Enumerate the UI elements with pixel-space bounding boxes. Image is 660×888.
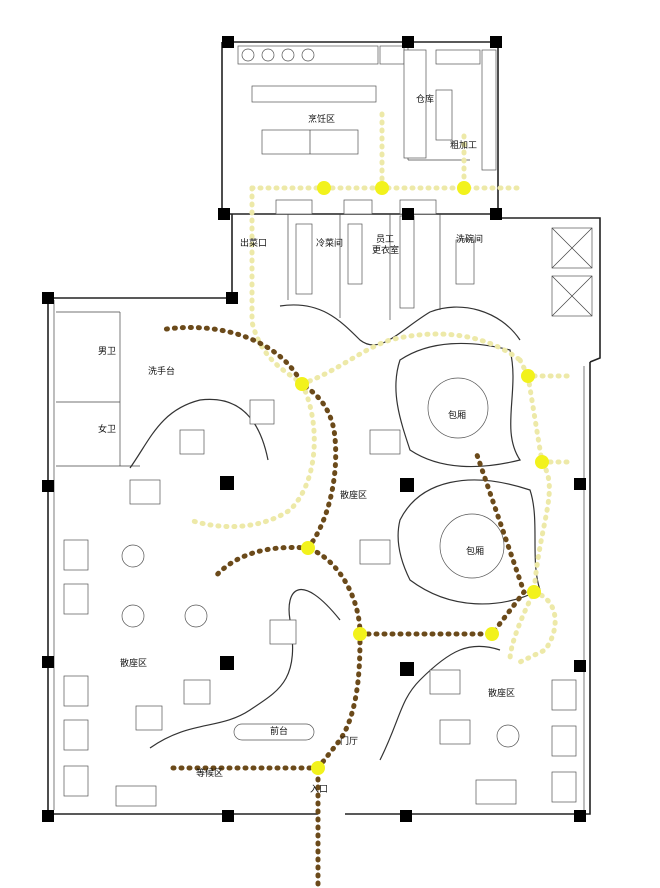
walls (47, 41, 601, 815)
label-reception: 前台 (270, 725, 288, 737)
label-dishwashing: 洗碗间 (456, 233, 483, 245)
label-waiting-area: 等候区 (196, 767, 223, 779)
label-staff-locker-line2: 更衣室 (372, 244, 399, 256)
label-rough-processing: 粗加工 (450, 139, 477, 151)
label-washbasin: 洗手台 (148, 365, 175, 377)
label-dining-area-left: 散座区 (120, 657, 147, 669)
label-womens-restroom: 女卫 (98, 423, 116, 435)
label-kitchen-cooking: 烹饪区 (308, 113, 335, 125)
service-flow-path (187, 111, 575, 665)
flow-nodes (295, 181, 549, 775)
kitchen-equipment (237, 45, 593, 317)
label-private-room-1: 包厢 (448, 409, 466, 421)
label-lobby: 门厅 (340, 735, 358, 747)
label-staff-locker-line1: 员工 (376, 234, 394, 245)
label-private-room-2: 包厢 (466, 545, 484, 557)
label-dining-area-right: 散座区 (488, 687, 515, 699)
label-warehouse: 仓库 (416, 93, 434, 105)
structural-columns (42, 36, 586, 822)
label-mens-restroom: 男卫 (98, 346, 116, 357)
label-entrance: 入口 (310, 784, 328, 795)
label-serving-exit: 出菜口 (240, 237, 267, 249)
label-cold-dish: 冷菜间 (316, 237, 343, 249)
banquet-tables (427, 377, 505, 579)
dining-tables (63, 399, 577, 807)
label-dining-area-center: 散座区 (340, 489, 367, 501)
